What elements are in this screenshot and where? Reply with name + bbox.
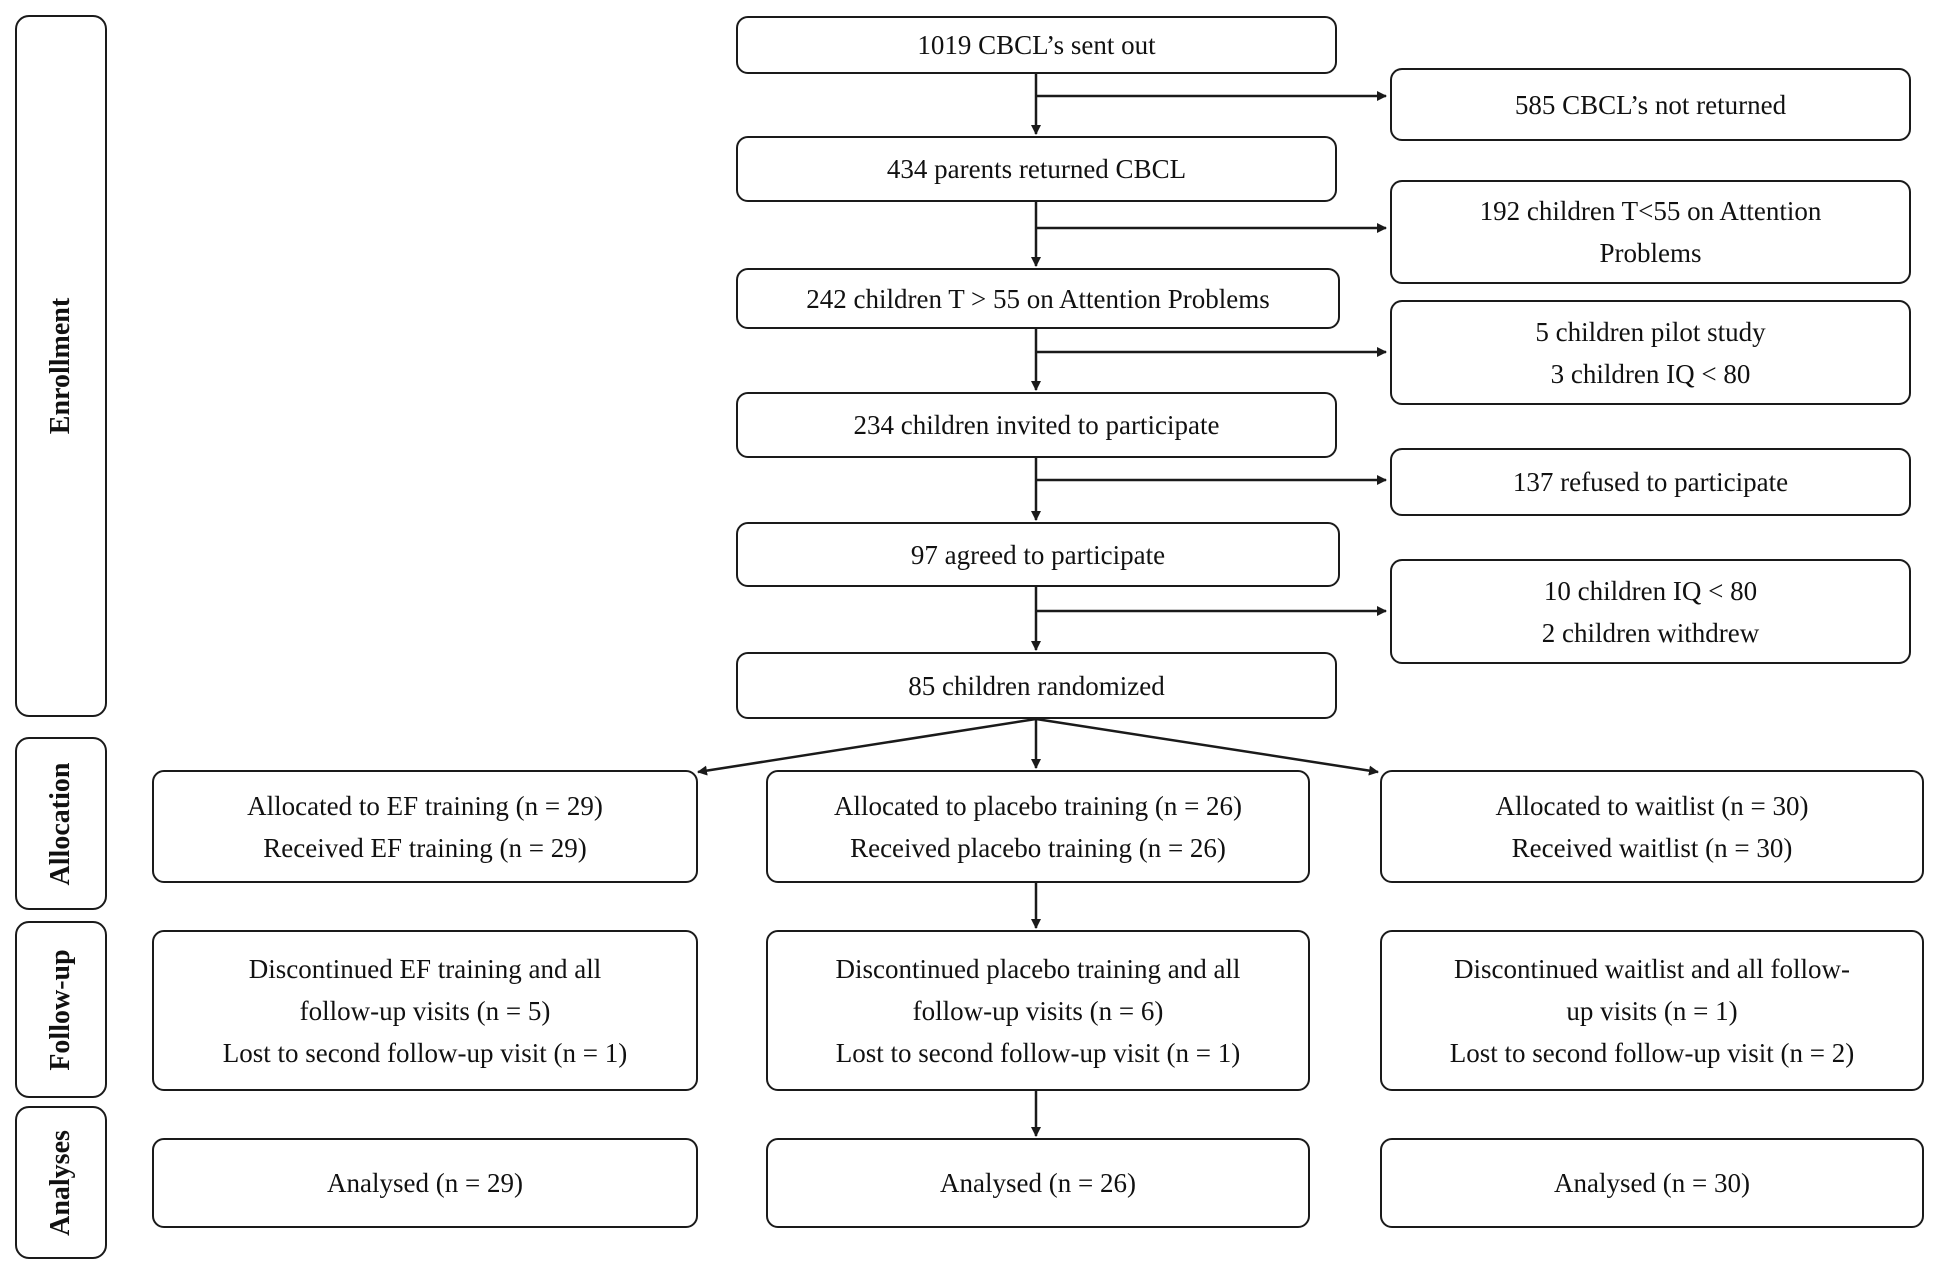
- box-follow-up-waitlist-line-2: up visits (n = 1): [1566, 995, 1738, 1026]
- box-follow-up-placebo-line-2: follow-up visits (n = 6): [912, 995, 1164, 1026]
- stage-label-allocation: Allocation: [15, 737, 107, 910]
- box-cbcl-returned-text: 434 parents returned CBCL: [886, 154, 1187, 184]
- box-excluded-line-2: 3 children IQ < 80: [1550, 358, 1751, 389]
- box-cbcl-returned: 434 parents returned CBCL: [736, 136, 1337, 202]
- box-follow-up-waitlist: Discontinued waitlist and all follow- up…: [1380, 930, 1924, 1091]
- box-analyses-placebo-text: Analysed (n = 26): [940, 1168, 1136, 1198]
- box-allocation-placebo: Allocated to placebo training (n = 26) R…: [766, 770, 1310, 883]
- stage-label-follow-up-text: Follow-up: [45, 948, 76, 1071]
- stage-label-enrollment-text: Enrollment: [45, 297, 76, 435]
- box-allocation-ef: Allocated to EF training (n = 29) Receiv…: [152, 770, 698, 883]
- box-follow-up-placebo-line-1: Discontinued placebo training and all: [835, 953, 1241, 984]
- box-allocation-ef-line-1: Allocated to EF training (n = 29): [247, 790, 603, 821]
- stage-label-analyses-text: Analyses: [45, 1129, 76, 1236]
- box-not-returned-text: 585 CBCL’s not returned: [1514, 89, 1787, 120]
- box-refused-text: 137 refused to participate: [1512, 467, 1789, 497]
- arrow-to-ef-allocation: [697, 717, 1037, 776]
- box-follow-up-ef-line-3: Lost to second follow-up visit (n = 1): [222, 1037, 628, 1068]
- box-below-cutoff-line-2: Problems: [1599, 238, 1702, 268]
- box-randomized: 85 children randomized: [736, 652, 1337, 719]
- box-excluded-after-agree-line-1: 10 children IQ < 80: [1543, 575, 1758, 606]
- box-follow-up-placebo-line-3: Lost to second follow-up visit (n = 1): [835, 1037, 1241, 1068]
- box-excluded-after-agree-line-2: 2 children withdrew: [1541, 617, 1760, 648]
- box-invited-text: 234 children invited to participate: [853, 410, 1220, 440]
- box-excluded: 5 children pilot study 3 children IQ < 8…: [1390, 300, 1911, 405]
- arrow-to-waitlist-allocation: [1035, 717, 1379, 776]
- box-allocation-waitlist-line-2: Received waitlist (n = 30): [1511, 832, 1793, 863]
- box-cbcl-sent-text: 1019 CBCL’s sent out: [917, 30, 1156, 60]
- box-not-returned: 585 CBCL’s not returned: [1390, 68, 1911, 141]
- box-randomized-text: 85 children randomized: [908, 670, 1165, 701]
- stage-label-analyses: Analyses: [15, 1106, 107, 1259]
- box-agreed: 97 agreed to participate: [736, 522, 1340, 587]
- box-allocation-placebo-line-1: Allocated to placebo training (n = 26): [833, 790, 1243, 821]
- stage-label-enrollment: Enrollment: [15, 15, 107, 717]
- stage-label-follow-up: Follow-up: [15, 921, 107, 1098]
- stage-label-allocation-text: Allocation: [45, 762, 76, 885]
- box-agreed-text: 97 agreed to participate: [910, 539, 1166, 570]
- box-allocation-waitlist-line-1: Allocated to waitlist (n = 30): [1495, 790, 1809, 821]
- box-cbcl-sent: 1019 CBCL’s sent out: [736, 16, 1337, 74]
- box-below-cutoff-line-1: 192 children T<55 on Attention: [1479, 196, 1822, 226]
- box-allocation-waitlist: Allocated to waitlist (n = 30) Received …: [1380, 770, 1924, 883]
- box-follow-up-ef: Discontinued EF training and all follow-…: [152, 930, 698, 1091]
- box-refused: 137 refused to participate: [1390, 448, 1911, 516]
- box-allocation-ef-line-2: Received EF training (n = 29): [263, 832, 587, 863]
- box-follow-up-ef-line-2: follow-up visits (n = 5): [299, 995, 551, 1026]
- box-follow-up-waitlist-line-1: Discontinued waitlist and all follow-: [1454, 953, 1850, 984]
- box-analyses-ef: Analysed (n = 29): [152, 1138, 698, 1228]
- box-above-cutoff-text: 242 children T > 55 on Attention Problem…: [806, 283, 1270, 314]
- box-analyses-waitlist-text: Analysed (n = 30): [1554, 1168, 1750, 1198]
- box-invited: 234 children invited to participate: [736, 392, 1337, 458]
- box-allocation-placebo-line-2: Received placebo training (n = 26): [850, 832, 1226, 863]
- box-follow-up-ef-line-1: Discontinued EF training and all: [248, 953, 602, 984]
- box-analyses-placebo: Analysed (n = 26): [766, 1138, 1310, 1228]
- box-follow-up-waitlist-line-3: Lost to second follow-up visit (n = 2): [1449, 1037, 1855, 1068]
- box-analyses-ef-text: Analysed (n = 29): [327, 1168, 523, 1198]
- box-excluded-after-agree: 10 children IQ < 80 2 children withdrew: [1390, 559, 1911, 664]
- box-analyses-waitlist: Analysed (n = 30): [1380, 1138, 1924, 1228]
- box-excluded-line-1: 5 children pilot study: [1535, 316, 1766, 347]
- box-above-cutoff: 242 children T > 55 on Attention Problem…: [736, 268, 1340, 329]
- box-follow-up-placebo: Discontinued placebo training and all fo…: [766, 930, 1310, 1091]
- box-below-cutoff: 192 children T<55 on Attention Problems: [1390, 180, 1911, 284]
